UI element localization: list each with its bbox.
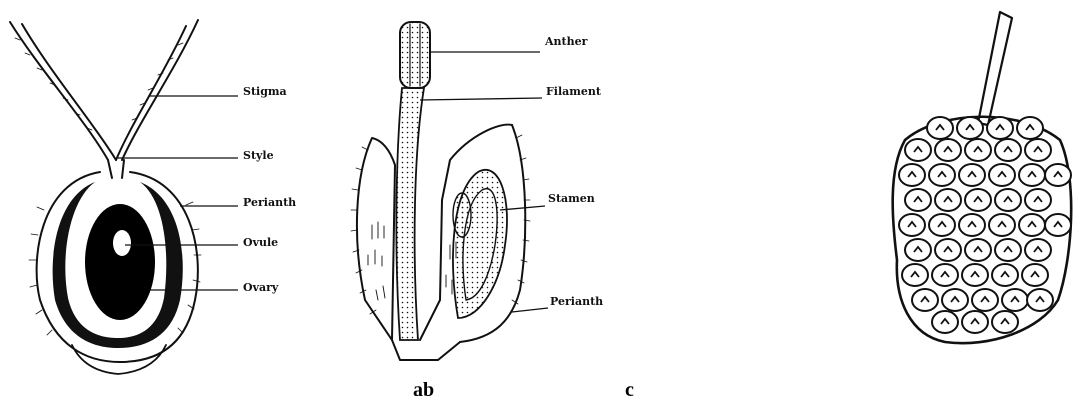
label-perianth-a: Perianth [243, 196, 296, 209]
drupelet [1025, 239, 1051, 261]
fruit-diagram [893, 12, 1072, 343]
label-anther: Anther [544, 35, 588, 48]
style-neck [108, 160, 124, 178]
drupelet [927, 117, 953, 139]
drupelet [1025, 189, 1051, 211]
drupelet [995, 189, 1021, 211]
drupelet [987, 117, 1013, 139]
drupelet [962, 264, 988, 286]
drupelet [992, 264, 1018, 286]
drupelet-cluster [899, 117, 1071, 333]
label-ovule: Ovule [243, 236, 278, 249]
male-flower-diagram: Anther Filament Stamen Perianth [351, 22, 603, 360]
drupelet [962, 311, 988, 333]
fruit-stalk [978, 12, 1012, 125]
label-style: Style [243, 149, 274, 162]
drupelet [965, 239, 991, 261]
stamen-anther-inner [453, 193, 471, 237]
drupelet [992, 311, 1018, 333]
drupelet [989, 164, 1015, 186]
drupelet [905, 139, 931, 161]
stigma-lobe-left [10, 22, 108, 160]
label-stigma: Stigma [243, 85, 287, 98]
drupelet [995, 239, 1021, 261]
stigma-lobe-right [122, 20, 198, 160]
drupelet [965, 139, 991, 161]
drupelet [1002, 289, 1028, 311]
drupelet [902, 264, 928, 286]
drupelet [932, 311, 958, 333]
drupelet [1027, 289, 1053, 311]
drupelet [935, 189, 961, 211]
ovule-highlight [113, 230, 131, 256]
drupelet [1045, 164, 1071, 186]
drupelet [912, 289, 938, 311]
drupelet [959, 164, 985, 186]
filament-leader [420, 98, 542, 100]
caption-ab: ab [413, 379, 434, 401]
drupelet [905, 239, 931, 261]
ovary-base [72, 345, 166, 374]
drupelet [995, 139, 1021, 161]
anther [400, 22, 430, 88]
label-ovary: Ovary [243, 281, 279, 294]
drupelet [1025, 139, 1051, 161]
drupelet [1019, 164, 1045, 186]
drupelet [1022, 264, 1048, 286]
drupelet [929, 214, 955, 236]
label-stamen: Stamen [548, 192, 595, 205]
drupelet [1017, 117, 1043, 139]
drupelet [959, 214, 985, 236]
drupelet [905, 189, 931, 211]
drupelet [1045, 214, 1071, 236]
drupelet [957, 117, 983, 139]
drupelet [1019, 214, 1045, 236]
female-flower-diagram: Stigma Style Perianth Ovule Ovary [10, 20, 296, 374]
flower-base [392, 340, 460, 360]
drupelet [942, 289, 968, 311]
drupelet [932, 264, 958, 286]
drupelet [935, 139, 961, 161]
drupelet [972, 289, 998, 311]
drupelet [899, 214, 925, 236]
perianth-texture-left [368, 222, 385, 300]
filament [396, 88, 424, 340]
label-perianth-b: Perianth [550, 295, 603, 308]
drupelet [965, 189, 991, 211]
caption-c: c [625, 379, 634, 401]
drupelet [899, 164, 925, 186]
stigma-lobe-right-inner [116, 26, 186, 160]
ovule [85, 204, 155, 320]
stigma-lobe-left-inner [22, 24, 116, 160]
drupelet [989, 214, 1015, 236]
drupelet [929, 164, 955, 186]
drupelet [935, 239, 961, 261]
label-filament: Filament [546, 85, 602, 98]
perianth-leader-b [512, 308, 548, 312]
